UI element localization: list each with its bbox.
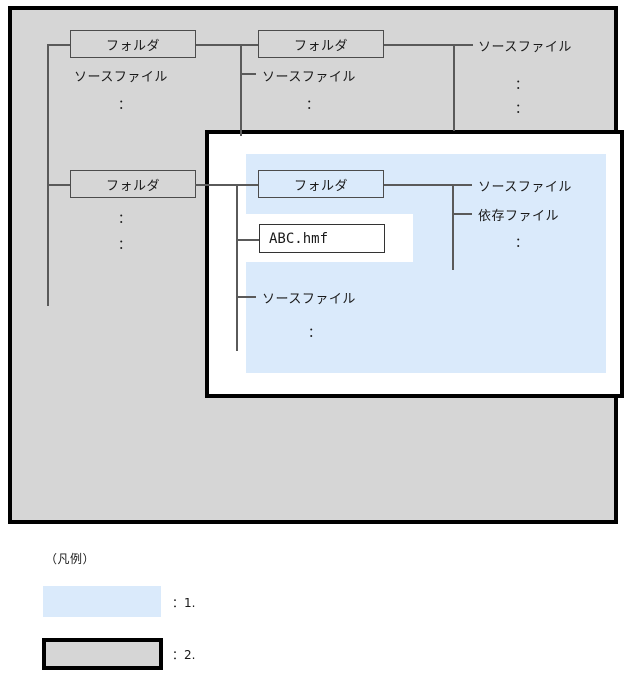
highlight-band-bottom [246,262,606,373]
connector-branch-folder1-children [240,44,242,136]
label-row1-leaf-source-file: ソースファイル [478,40,572,55]
label-folder2-source-file: ソースファイル [262,70,356,85]
connector-branch-folder2-children [453,44,455,131]
node-folder-2-label: フォルダ [293,38,348,54]
legend-label-2: ：2. [172,648,196,662]
dots-folder3-2: ： [118,238,132,253]
dots-folder3-1: ： [118,212,132,227]
connector-trunk-to-folder3 [47,184,71,186]
label-overlay-leaf-source-file: ソースファイル [478,180,572,195]
connector-folder4-right [384,184,453,186]
connector-branch-folder2-leaf [453,44,473,46]
node-file-abc-hmf[interactable]: ABC.hmf [259,224,385,253]
node-folder-4-label: フォルダ [293,178,348,194]
dots-row1-leaf-2: ： [515,102,529,117]
label-overlay-leaf-dependent-file: 依存ファイル [478,209,560,224]
node-folder-3[interactable]: フォルダ [70,170,196,198]
legend-label-1: ：1. [172,596,196,610]
connector-branch-folder4-leaf-1 [452,184,472,186]
node-folder-2[interactable]: フォルダ [258,30,384,58]
connector-folder2-right [384,44,454,46]
connector-folder1-right [195,44,259,46]
legend-swatch-product [42,638,163,670]
connector-branch-folder4-children [452,184,454,270]
label-overlay-source-file: ソースファイル [262,292,356,307]
node-folder-4[interactable]: フォルダ [258,170,384,198]
legend-title: （凡例） [45,552,96,566]
highlight-band-middle-right [413,214,606,262]
label-folder1-source-file: ソースファイル [74,70,168,85]
connector-branch-to-file [236,239,260,241]
dots-row1-leaf-1: ： [515,78,529,93]
connector-branch-folder4-leaf-2 [452,213,472,215]
node-folder-3-label: フォルダ [105,178,160,194]
node-folder-1[interactable]: フォルダ [70,30,196,58]
dots-folder1-source-file: ： [118,98,132,113]
connector-trunk-left [47,44,49,306]
connector-trunk-to-folder1 [47,44,71,46]
connector-branch-folder1-child [240,73,256,75]
connector-branch-to-source [236,296,256,298]
dots-overlay-leaf: ： [515,236,529,251]
connector-branch-overlay-children [236,184,238,351]
node-folder-1-label: フォルダ [105,38,160,54]
dots-overlay-source-file: ： [308,326,322,341]
connector-folder3-to-overlay [195,184,260,186]
dots-folder2-source-file: ： [306,98,320,113]
node-file-abc-hmf-label: ABC.hmf [269,230,329,247]
legend-swatch-highlight [43,586,161,617]
